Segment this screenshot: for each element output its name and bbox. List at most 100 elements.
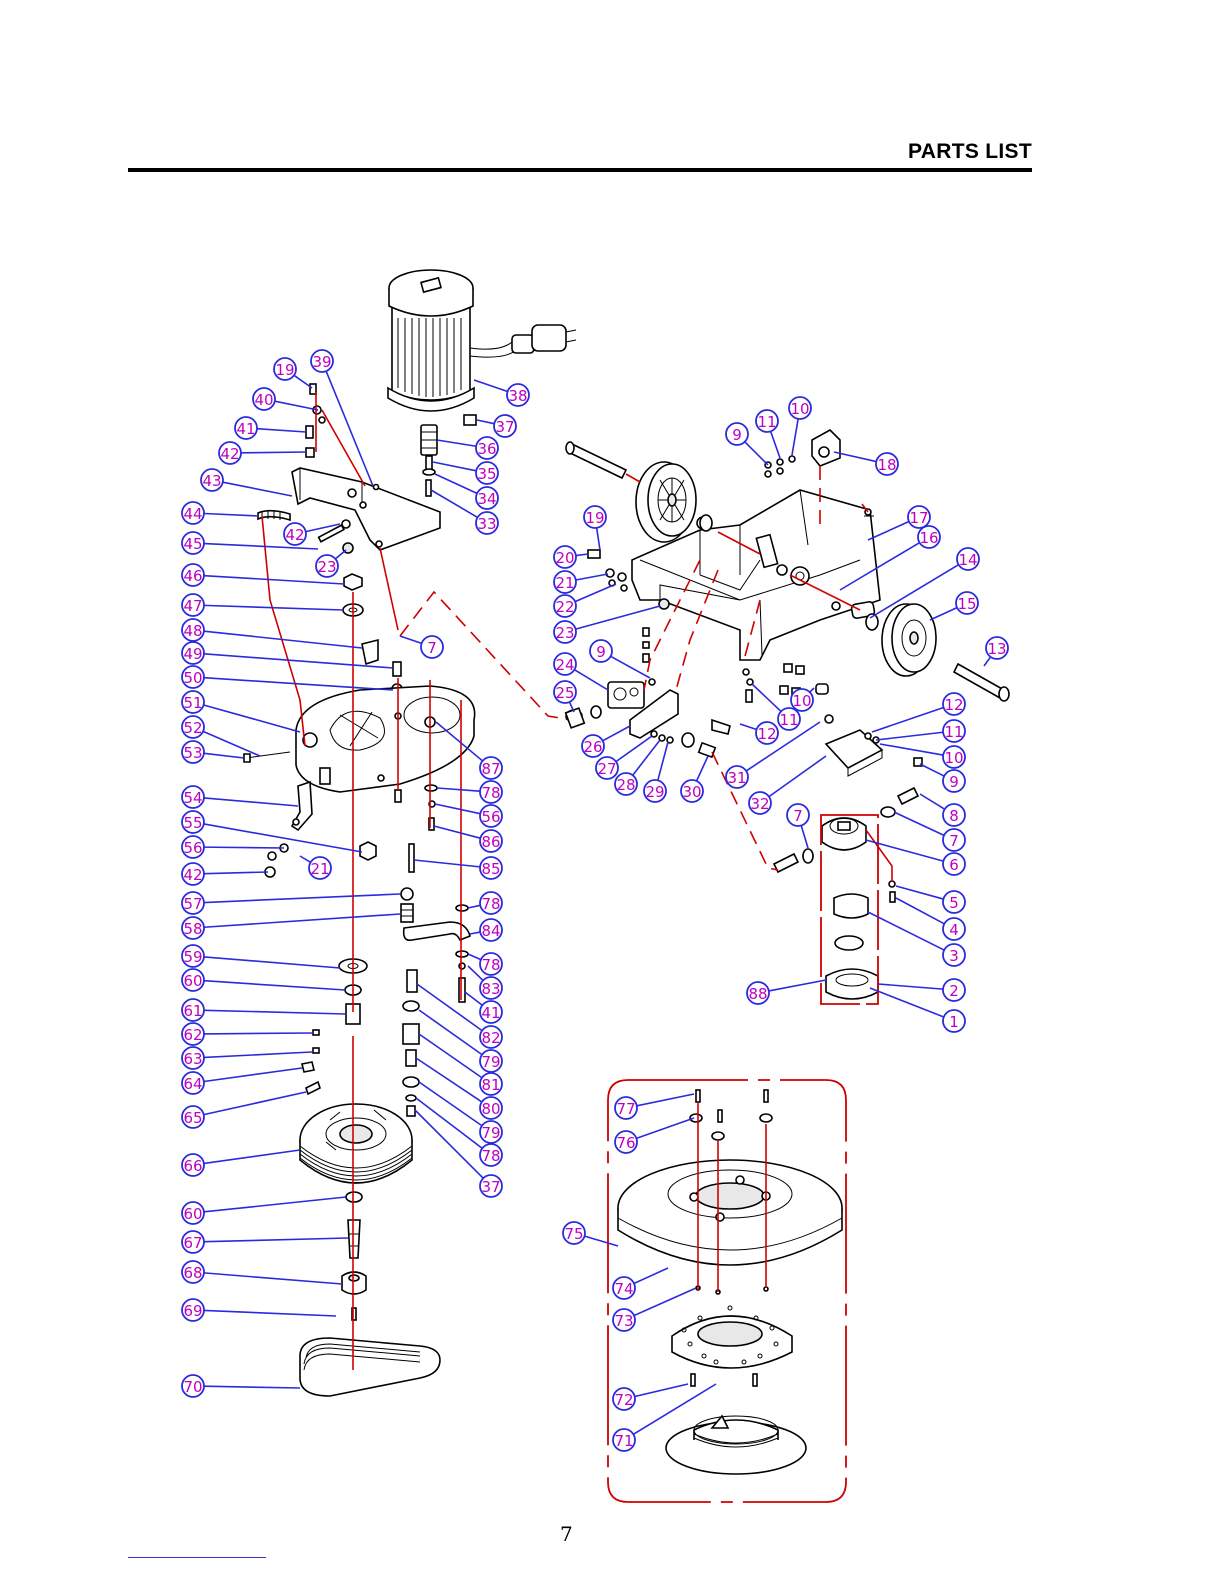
callout-leader — [203, 797, 299, 807]
callout-number: 78 — [481, 784, 500, 802]
callout-leader — [274, 400, 319, 411]
callout-bubble — [581, 734, 605, 758]
callout-number: 70 — [183, 1378, 202, 1396]
callout-40: 40 — [252, 387, 319, 411]
callout-number: 87 — [481, 760, 500, 778]
callout-number: 48 — [183, 622, 202, 640]
callout-42: 42 — [283, 522, 341, 546]
callout-leader — [334, 549, 347, 560]
callout-number: 85 — [481, 860, 500, 878]
callout-leader — [467, 953, 482, 961]
callout-bubble — [942, 745, 966, 769]
callout-24: 24 — [553, 652, 609, 691]
callout-56: 56 — [434, 803, 503, 828]
callout-bubble — [942, 890, 966, 914]
callout-leader — [202, 730, 261, 757]
callout-leader — [203, 1051, 313, 1059]
callout-bubble — [553, 680, 577, 704]
callout-leader — [893, 811, 945, 837]
callout-leader — [695, 755, 709, 782]
callout-number: 83 — [481, 980, 500, 998]
callout-78: 78 — [467, 952, 503, 976]
callout-64: 64 — [181, 1067, 303, 1095]
callout-bubble — [479, 1120, 503, 1144]
callout-leader — [434, 803, 481, 815]
callout-63: 63 — [181, 1046, 313, 1070]
callout-bubble — [553, 594, 577, 618]
callout-leader — [203, 1309, 337, 1317]
callout-bubble — [643, 779, 667, 803]
callout-leader — [595, 527, 601, 551]
callout-leader — [432, 461, 477, 472]
callout-48: 48 — [181, 618, 363, 649]
idler-column-drawing — [402, 784, 471, 1117]
callout-leader — [203, 752, 245, 759]
callout-bubble — [181, 1230, 205, 1254]
callout-bubble — [218, 441, 242, 465]
callout-number: 78 — [481, 956, 500, 974]
callout-bubble — [181, 740, 205, 764]
callout-leader — [418, 1081, 483, 1127]
callout-number: 21 — [310, 860, 329, 878]
callout-leader — [203, 979, 346, 991]
callout-number: 26 — [583, 738, 602, 756]
callout-leader — [633, 1287, 697, 1317]
callout-number: 10 — [790, 400, 809, 418]
callout-number: 8 — [949, 807, 959, 825]
callout-bubble — [181, 641, 205, 665]
callout-45: 45 — [181, 531, 319, 555]
callout-leader — [636, 1093, 695, 1107]
callout-leader — [203, 893, 401, 904]
callout-12: 12 — [871, 692, 966, 733]
callout-9: 9 — [919, 763, 966, 793]
callout-leader — [919, 763, 945, 777]
callout-bubble — [181, 715, 205, 739]
wheel-right-drawing — [881, 603, 937, 677]
callout-59: 59 — [181, 944, 341, 969]
callout-number: 81 — [481, 1076, 500, 1094]
callout-number: 45 — [183, 535, 202, 553]
callout-leader — [983, 656, 992, 667]
callout-number: 2 — [949, 982, 959, 1000]
callout-5: 5 — [895, 885, 966, 914]
callout-leader — [203, 1149, 301, 1165]
callout-77: 77 — [614, 1093, 695, 1120]
callout-bubble — [479, 780, 503, 804]
callout-leader — [418, 1033, 483, 1079]
callout-bubble — [181, 785, 205, 809]
callout-number: 28 — [616, 776, 635, 794]
callout-leader — [636, 1117, 695, 1140]
callout-number: 9 — [596, 643, 606, 661]
callout-bubble — [479, 918, 503, 942]
callout-bubble — [475, 486, 499, 510]
callout-number: 73 — [614, 1312, 633, 1330]
callout-7: 7 — [399, 635, 444, 659]
callout-leader — [414, 1109, 484, 1179]
assembly-centerlines — [261, 392, 573, 1370]
callout-61: 61 — [181, 998, 346, 1022]
callout-bubble — [475, 511, 499, 535]
callout-leader — [436, 439, 477, 448]
callout-leader — [867, 520, 910, 541]
callout-bubble — [479, 891, 503, 915]
callout-leader — [203, 512, 259, 517]
callout-bubble — [181, 810, 205, 834]
callout-2: 2 — [877, 978, 966, 1002]
callout-leader — [865, 839, 944, 862]
callout-8: 8 — [919, 793, 966, 827]
callout-74: 74 — [612, 1267, 669, 1300]
callout-leader — [877, 983, 944, 990]
callout-58: 58 — [181, 913, 401, 940]
callout-41: 41 — [234, 416, 307, 440]
callout-leader — [575, 605, 661, 630]
callout-leader — [222, 481, 293, 497]
callout-number: 42 — [183, 866, 202, 884]
callout-number: 20 — [555, 549, 574, 567]
callout-76: 76 — [614, 1117, 695, 1154]
callout-leader — [575, 573, 609, 581]
callout-10: 10 — [788, 396, 812, 456]
callout-19: 19 — [273, 357, 313, 389]
callout-39: 39 — [310, 349, 374, 487]
callout-60: 60 — [181, 968, 346, 992]
callout-80: 80 — [415, 1057, 503, 1120]
